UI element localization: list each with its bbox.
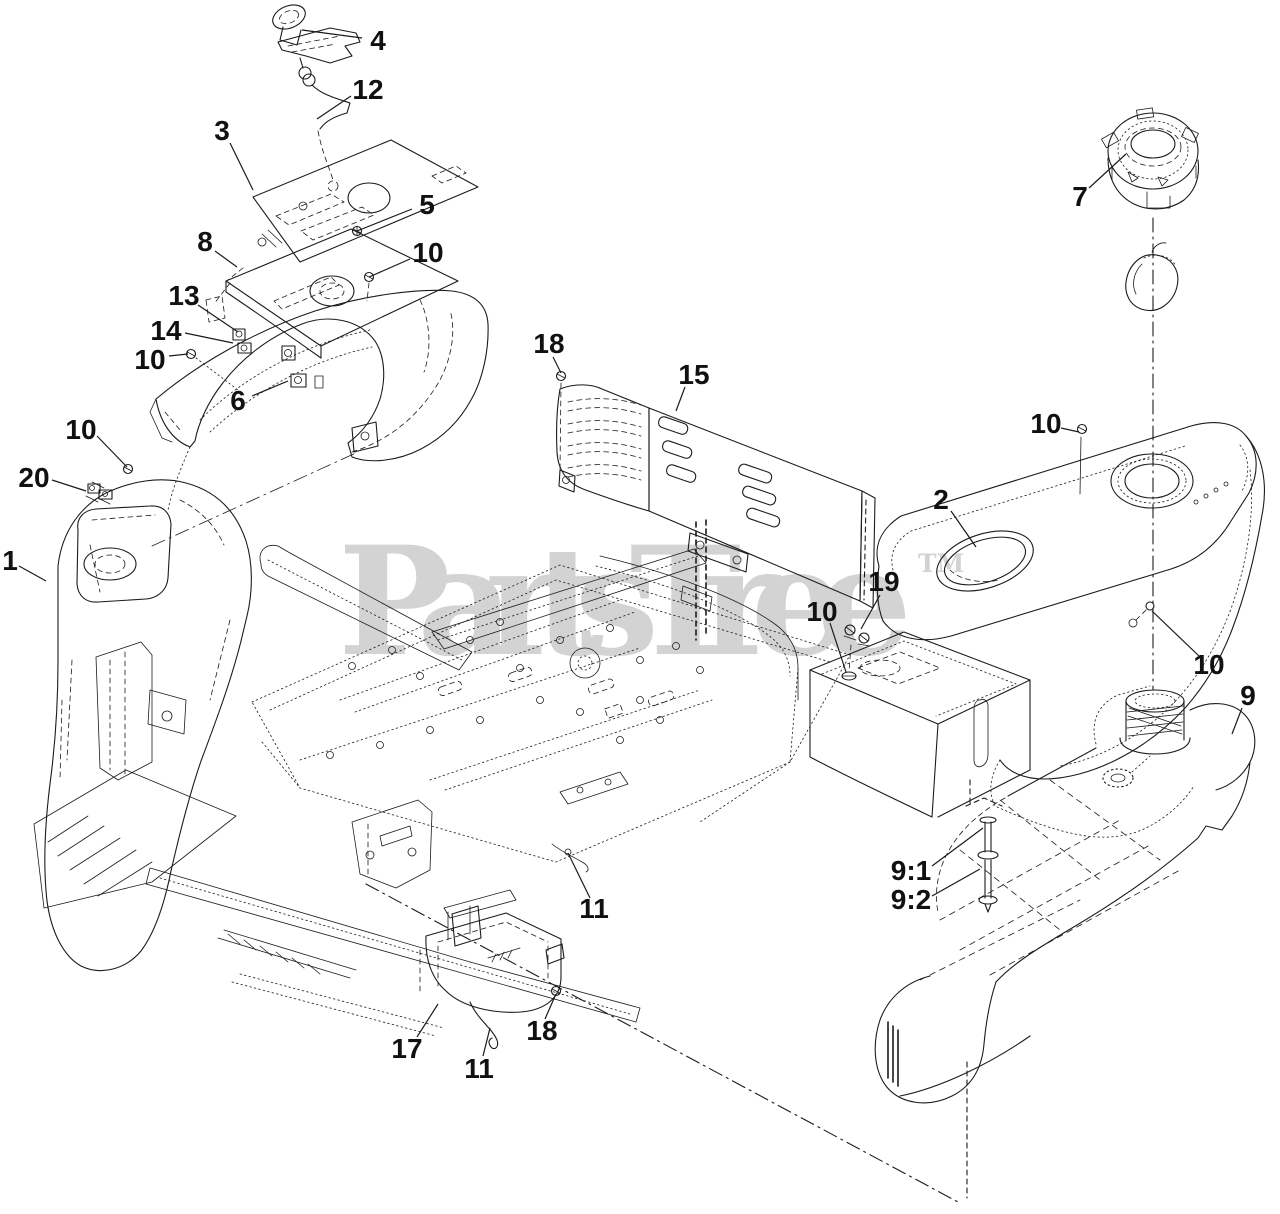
part-15-heat-shield — [555, 370, 876, 609]
callout-leader-18 — [544, 993, 557, 1020]
part-17-bracket — [425, 905, 565, 1050]
callout-leader-18 — [552, 356, 562, 374]
callout-leader-10 — [368, 258, 411, 278]
part-4-control-lever — [272, 4, 361, 80]
part-9-fuel-tank — [874, 685, 1256, 1199]
part-12-control-rod — [302, 73, 351, 181]
callout-leader-5 — [356, 208, 413, 232]
callout-leader-9:2 — [931, 868, 981, 897]
screw-18-shield — [555, 370, 567, 471]
screw-10-fender — [122, 463, 134, 475]
callout-label-9:1: 9:1 — [891, 855, 931, 886]
screw-10-pedestal — [841, 671, 857, 681]
callout-label-12: 12 — [352, 74, 383, 105]
callout-label-10: 10 — [1193, 649, 1224, 680]
callout-leader-4 — [301, 29, 363, 39]
bolt-9-2 — [978, 859, 998, 913]
watermark: PartsTree TM — [338, 514, 964, 690]
callout-leader-10 — [168, 353, 189, 357]
callout-leader-12 — [316, 95, 352, 120]
callout-label-4: 4 — [370, 25, 386, 56]
chassis-frame — [33, 519, 851, 1037]
callout-label-9: 9 — [1240, 680, 1256, 711]
callout-leader-15 — [675, 386, 686, 412]
callout-label-8: 8 — [197, 226, 213, 257]
callout-leader-14 — [184, 332, 234, 344]
callout-leader-8 — [214, 250, 238, 268]
callout-leader-19 — [860, 594, 881, 630]
part-8-console-top-plate — [205, 225, 459, 359]
part-7-fuel-cap — [1101, 107, 1200, 691]
part-3-control-panel — [252, 139, 479, 263]
callout-label-1: 1 — [2, 545, 18, 576]
callout-label-19: 19 — [868, 566, 899, 597]
breather-elbow — [1125, 242, 1179, 312]
callout-label-9:2: 9:2 — [891, 884, 931, 915]
callout-label-10: 10 — [65, 414, 96, 445]
callout-label-10: 10 — [134, 344, 165, 375]
callout-label-5: 5 — [419, 189, 435, 220]
callout-leader-13 — [197, 304, 239, 333]
alignment-line — [151, 451, 359, 547]
callout-leader-7 — [1088, 153, 1127, 189]
callout-leader-10 — [1151, 610, 1200, 657]
callout-label-20: 20 — [18, 462, 49, 493]
section-line — [365, 883, 959, 1203]
callout-leader-6 — [251, 380, 289, 397]
callout-leader-10 — [96, 435, 128, 468]
callout-label-18: 18 — [526, 1015, 557, 1046]
callout-label-17: 17 — [391, 1033, 422, 1064]
callout-label-13: 13 — [168, 280, 199, 311]
callout-label-10: 10 — [806, 596, 837, 627]
callout-leader-9:1 — [931, 827, 984, 867]
clips-6 — [281, 345, 324, 389]
callout-leader-10 — [1060, 427, 1080, 433]
callout-leader-10 — [829, 622, 847, 673]
callout-label-6: 6 — [230, 385, 246, 416]
part-2-right-fender-console — [809, 422, 1265, 838]
callout-leader-2 — [950, 510, 977, 548]
callout-leader-11 — [482, 1027, 491, 1057]
callout-leader-9 — [1231, 707, 1243, 735]
part-1-left-fender-console — [44, 463, 252, 972]
bolt-9-1 — [977, 816, 999, 860]
callout-leader-11 — [567, 852, 591, 899]
callout-label-14: 14 — [150, 315, 182, 346]
callout-leader-17 — [416, 1003, 439, 1038]
frame-holes — [326, 618, 704, 759]
callout-leader-1 — [18, 565, 47, 582]
cable-clip-11 — [551, 843, 589, 873]
screw-10-console-top — [1076, 423, 1088, 495]
watermark-text: PartsTree — [338, 514, 912, 690]
callout-label-3: 3 — [214, 115, 230, 146]
callout-label-10: 10 — [1030, 408, 1061, 439]
callout-leader-3 — [229, 142, 254, 191]
watermark-tm: TM — [918, 549, 964, 578]
callout-label-10: 10 — [412, 237, 443, 268]
screw-19 — [843, 624, 871, 673]
part-20-latch — [85, 481, 113, 505]
wire-11 — [469, 1001, 499, 1050]
callout-label-2: 2 — [933, 484, 949, 515]
callout-label-7: 7 — [1072, 181, 1088, 212]
callout-label-15: 15 — [678, 359, 709, 390]
screw-10-skirt — [1128, 601, 1155, 628]
clamp-13-14 — [232, 328, 252, 354]
callout-label-11: 11 — [464, 1053, 494, 1084]
callout-label-11: 11 — [579, 893, 609, 924]
fender-cowl-assembly — [149, 289, 489, 547]
callout-leader-20 — [51, 479, 87, 492]
callout-label-18: 18 — [533, 328, 564, 359]
